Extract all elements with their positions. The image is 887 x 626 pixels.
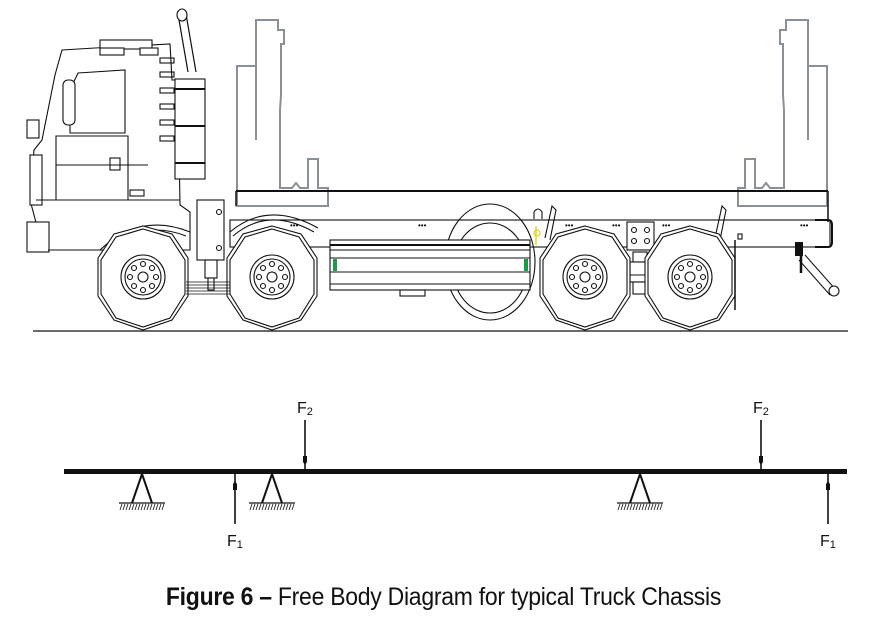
force-f2-down: F2	[297, 400, 313, 469]
force-symbol: F	[297, 400, 307, 417]
force-symbol: F	[753, 400, 763, 417]
front-leaf-spring	[186, 281, 230, 295]
wheels	[97, 225, 736, 331]
wheel-1	[97, 225, 189, 331]
force-subscript: 1	[237, 539, 243, 551]
svg-text:•••: •••	[418, 221, 427, 230]
svg-text:•••: •••	[612, 221, 621, 230]
side-box	[329, 226, 541, 297]
support-front-axle-2	[249, 470, 295, 511]
front-stake	[236, 19, 329, 207]
arrow-up-icon	[233, 481, 237, 490]
force-label: F1	[227, 533, 243, 551]
force-label: F2	[753, 400, 769, 418]
arrow-down-icon	[759, 456, 763, 465]
exhaust-stack	[174, 8, 206, 180]
rear-stake	[737, 19, 828, 207]
wheel-4	[644, 225, 736, 331]
figure-caption: Figure 6 – Free Body Diagram for typical…	[35, 583, 851, 612]
caption-text: Free Body Diagram for typical Truck Chas…	[271, 583, 722, 611]
force-symbol: F	[820, 533, 830, 550]
force-subscript: 1	[830, 539, 836, 551]
support-rear-axle	[617, 470, 663, 511]
svg-text:•••: •••	[800, 221, 809, 230]
wheel-3	[539, 225, 631, 331]
force-label: F2	[297, 400, 313, 418]
svg-text:•••: •••	[565, 221, 574, 230]
chassis-beam	[64, 469, 847, 474]
arrow-down-icon	[303, 456, 307, 465]
force-label: F1	[820, 533, 836, 551]
force-subscript: 2	[763, 406, 769, 418]
caption-figure-number: Figure 6 –	[165, 583, 272, 611]
arrow-up-icon	[826, 481, 830, 490]
force-subscript: 2	[307, 406, 313, 418]
support-front-axle-1	[119, 470, 165, 511]
svg-text:•••: •••	[662, 221, 671, 230]
svg-text:•••: •••	[290, 221, 299, 230]
tow-bar	[737, 233, 840, 297]
battery-box	[196, 199, 225, 291]
force-f1-up: F1	[820, 474, 836, 551]
force-symbol: F	[227, 533, 237, 550]
force-f2-down: F2	[753, 400, 769, 469]
truck-illustration: ••• ••• ••• ••• ••• •••	[26, 8, 848, 332]
force-f1-up: F1	[227, 474, 243, 551]
truck-cab	[26, 39, 191, 253]
wheel-2	[226, 225, 318, 331]
hook	[533, 208, 543, 219]
